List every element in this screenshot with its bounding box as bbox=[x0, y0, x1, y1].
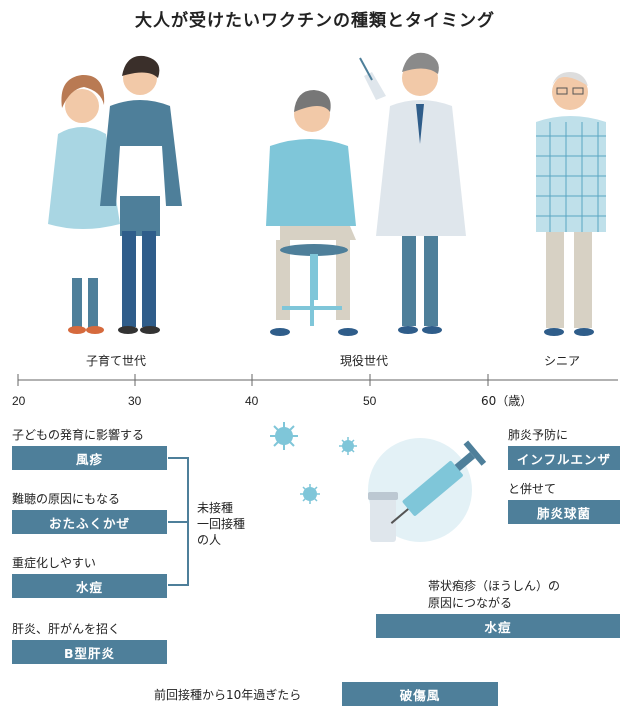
tick-label-20: 20 bbox=[12, 394, 26, 408]
people-illustration bbox=[48, 52, 606, 336]
syringe-icon bbox=[390, 440, 487, 524]
mumps-bar: おたふくかぜ bbox=[12, 510, 167, 534]
virus-icon-small bbox=[339, 437, 357, 455]
tick-label-30: 30 bbox=[128, 394, 142, 408]
seated-man-figure bbox=[266, 90, 358, 336]
doctor-figure bbox=[359, 52, 466, 334]
bracket-line bbox=[168, 457, 189, 586]
tick-label-50: 50 bbox=[363, 394, 377, 408]
rubella-bar: 風疹 bbox=[12, 446, 167, 470]
together-text: と併せて bbox=[508, 482, 557, 496]
bracket-note-line2: 一回接種 bbox=[197, 517, 246, 531]
virus-icon-lower bbox=[300, 484, 320, 504]
young-man-figure bbox=[100, 55, 182, 334]
hepatitis-b-bar: B型肝炎 bbox=[12, 640, 167, 664]
generation-label-senior: シニア bbox=[544, 354, 581, 368]
generation-label-working: 現役世代 bbox=[340, 354, 389, 368]
varicella-bar: 水痘 bbox=[12, 574, 167, 598]
mumps-description: 難聴の原因にもなる bbox=[12, 492, 121, 506]
senior-man-figure bbox=[536, 72, 606, 336]
rubella-description: 子どもの発育に影響する bbox=[12, 428, 145, 442]
hepatitis-b-description: 肝炎、肝がんを招く bbox=[12, 622, 121, 636]
influenza-bar: インフルエンザ bbox=[508, 446, 620, 470]
shingles-description-line1: 帯状疱疹（ほうしん）の bbox=[428, 579, 561, 593]
virus-syringe-decoration bbox=[270, 422, 487, 542]
pneumococcus-bar: 肺炎球菌 bbox=[508, 500, 620, 524]
virus-icon bbox=[270, 422, 298, 450]
tetanus-description: 前回接種から10年過ぎたら bbox=[154, 688, 302, 702]
page-title: 大人が受けたいワクチンの種類とタイミング bbox=[135, 11, 495, 31]
generation-label-child-rearing: 子育て世代 bbox=[86, 354, 147, 368]
varicella-description: 重症化しやすい bbox=[12, 556, 96, 570]
pneumonia-prevention-text: 肺炎予防に bbox=[508, 428, 569, 442]
tick-label-40: 40 bbox=[245, 394, 259, 408]
tetanus-bar: 破傷風 bbox=[342, 682, 498, 706]
bracket-note-line1: 未接種 bbox=[197, 501, 234, 515]
shingles-description-line2: 原因につながる bbox=[428, 596, 513, 610]
bracket-note: 未接種 一回接種 の人 bbox=[197, 500, 245, 548]
shingles-varicella-bar: 水痘 bbox=[376, 614, 620, 638]
tick-label-60: 60（歳） bbox=[481, 394, 532, 408]
vial-icon bbox=[368, 492, 398, 542]
bracket-note-line3: の人 bbox=[197, 533, 222, 547]
age-axis: 20 30 40 50 60（歳） bbox=[12, 374, 618, 408]
